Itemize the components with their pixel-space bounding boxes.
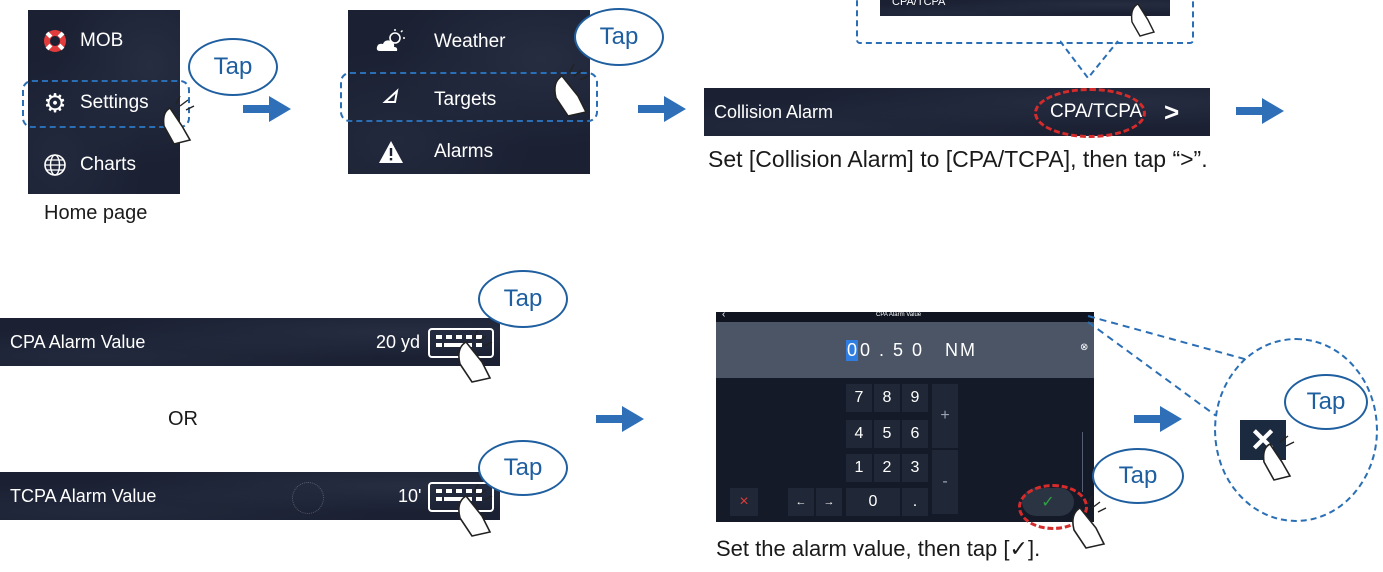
home-page-caption: Home page: [44, 202, 148, 224]
back-icon[interactable]: ‹: [722, 309, 726, 320]
tcpa-alarm-value: 10': [398, 486, 422, 506]
collision-alarm-label: Collision Alarm: [714, 102, 834, 122]
key-7[interactable]: 7: [846, 384, 872, 412]
warning-triangle-icon: [376, 137, 406, 167]
home-item-mob[interactable]: MOB: [28, 24, 180, 58]
home-item-charts[interactable]: Charts: [28, 148, 180, 182]
value-cursor: 0: [846, 340, 859, 361]
arrow-right-icon: [1134, 404, 1184, 439]
finger-icon: [1256, 432, 1296, 487]
menu-item-label: Alarms: [434, 141, 494, 162]
key-dot[interactable]: .: [902, 488, 928, 516]
tcpa-alarm-row[interactable]: TCPA Alarm Value 10': [0, 472, 500, 520]
tap-bubble: Tap: [478, 270, 568, 328]
close-button[interactable]: ✕: [1240, 420, 1286, 460]
keypad-caption: Set the alarm value, then tap [✓].: [716, 536, 1040, 562]
home-page-panel: MOB ⚙ Settings Charts: [28, 10, 180, 194]
menu-item-label: Weather: [434, 31, 506, 52]
tap-bubble: Tap: [478, 440, 568, 496]
popup-option-label[interactable]: CPA/TCPA: [892, 0, 946, 8]
tap-bubble: Tap: [1092, 448, 1184, 504]
menu-item-alarms[interactable]: Alarms: [348, 134, 590, 170]
arrow-right-icon: [1236, 96, 1286, 131]
tap-bubble: Tap: [574, 8, 664, 66]
settings-menu-panel: Weather Targets Alarms: [348, 10, 590, 174]
confirm-highlight: [1018, 484, 1088, 530]
globe-icon: [40, 150, 70, 180]
key-5[interactable]: 5: [874, 420, 900, 448]
finger-icon: [548, 63, 592, 123]
key-0[interactable]: 0: [846, 488, 900, 516]
weather-icon: [376, 27, 406, 57]
home-item-label: Charts: [80, 154, 136, 175]
lifebuoy-icon: [40, 26, 70, 56]
arrow-right-icon: [243, 94, 293, 129]
finger-icon: [1128, 0, 1158, 43]
compass-watermark-icon: [292, 482, 324, 514]
keypad-title: CPA Alarm Value: [876, 312, 922, 318]
cpa-tcpa-highlight: [1034, 88, 1146, 138]
menu-item-weather[interactable]: Weather: [348, 24, 590, 60]
value-text: 0 . 5 0 NM: [860, 340, 978, 360]
cursor-right-button[interactable]: →: [816, 488, 842, 516]
or-text: OR: [168, 408, 198, 430]
home-item-settings[interactable]: ⚙ Settings: [28, 86, 180, 120]
zoom-callout-lines: [1080, 310, 1280, 435]
caption-suffix: ].: [1027, 536, 1041, 561]
menu-item-targets[interactable]: Targets: [348, 82, 590, 118]
tap-bubble: Tap: [1284, 374, 1368, 430]
target-triangle-icon: [376, 85, 406, 115]
key-6[interactable]: 6: [902, 420, 928, 448]
key-8[interactable]: 8: [874, 384, 900, 412]
home-item-label: MOB: [80, 30, 124, 51]
targets-highlight: [340, 72, 598, 122]
cursor-left-button[interactable]: ←: [788, 488, 814, 516]
key-9[interactable]: 9: [902, 384, 928, 412]
cancel-button[interactable]: ×: [730, 488, 758, 516]
zoom-circle: [1214, 338, 1378, 522]
arrow-right-icon: [638, 94, 688, 129]
key-plus[interactable]: +: [932, 384, 958, 448]
tap-bubble: Tap: [188, 38, 278, 96]
value-display: 0 0 . 5 0 NM ⊗: [716, 322, 1094, 378]
callout-pointer: [1059, 40, 1120, 85]
finger-icon: [1066, 495, 1110, 555]
finger-icon: [452, 483, 496, 543]
key-minus[interactable]: -: [932, 450, 958, 514]
key-1[interactable]: 1: [846, 454, 872, 482]
arrow-right-icon: [596, 404, 646, 439]
chevron-right-icon[interactable]: >: [1164, 97, 1180, 127]
finger-icon: [156, 95, 196, 151]
cpa-alarm-row[interactable]: CPA Alarm Value 20 yd: [0, 318, 500, 366]
check-icon: ✓: [1009, 536, 1028, 561]
scroll-edge: [1082, 432, 1083, 492]
menu-item-label: Targets: [434, 89, 497, 110]
key-2[interactable]: 2: [874, 454, 900, 482]
caption-prefix: Set the alarm value, then tap [: [716, 536, 1010, 561]
key-3[interactable]: 3: [902, 454, 928, 482]
key-4[interactable]: 4: [846, 420, 872, 448]
gear-icon: ⚙: [43, 87, 67, 118]
home-item-label: Settings: [80, 92, 149, 113]
tcpa-alarm-label: TCPA Alarm Value: [10, 486, 157, 506]
collision-caption: Set [Collision Alarm] to [CPA/TCPA], the…: [708, 146, 1208, 172]
settings-highlight: [22, 80, 190, 128]
keypad-title-bar: ‹ CPA Alarm Value: [716, 309, 1094, 322]
cpa-alarm-label: CPA Alarm Value: [10, 332, 146, 352]
finger-icon: [452, 329, 496, 389]
cpa-alarm-value: 20 yd: [376, 332, 421, 352]
collision-popup-snippet: CPA/TCPA: [880, 0, 1170, 16]
clear-icon[interactable]: ⊗: [1080, 342, 1089, 353]
zoom-callout: [856, 0, 1194, 44]
